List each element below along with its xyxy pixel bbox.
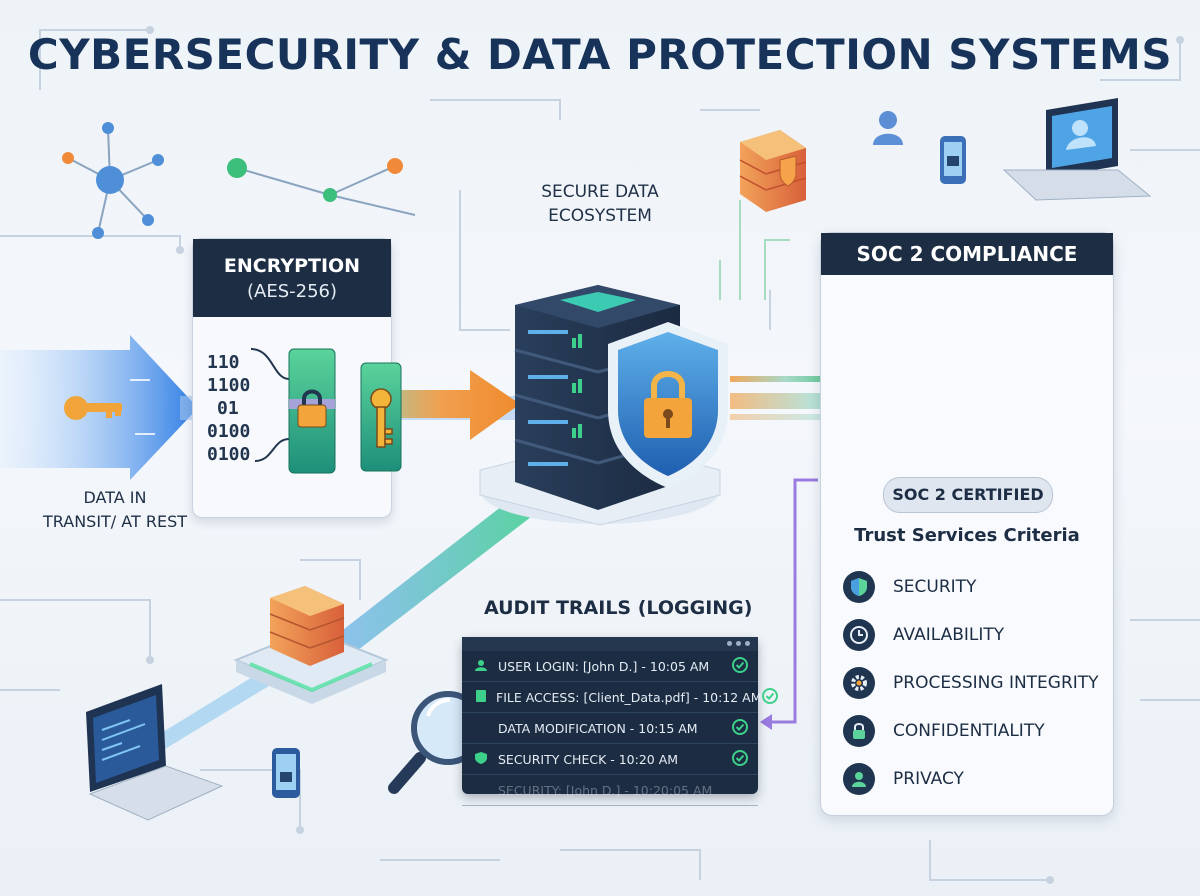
- log-entry: DATA MODIFICATION - 10:15 AM: [462, 713, 758, 744]
- criteria-label: PROCESSING INTEGRITY: [893, 673, 1099, 693]
- criteria-item-confidentiality: CONFIDENTIALITY: [843, 707, 1099, 755]
- encryption-subtitle: (AES-256): [246, 281, 337, 302]
- firewall-platform-icon: [233, 586, 389, 704]
- log-entry-text: SECURITY CHECK - 10:20 AM: [498, 751, 679, 767]
- soc2-compliance-card: SOC 2 COMPLIANCE SOC 2 CERTIFIED Trust S…: [820, 232, 1114, 816]
- criteria-item-availability: AVAILABILITY: [843, 611, 1099, 659]
- padlock-icon: [644, 371, 692, 438]
- laptop-code-icon: [86, 684, 224, 821]
- criteria-label: CONFIDENTIALITY: [893, 721, 1045, 741]
- criteria-label: AVAILABILITY: [893, 625, 1005, 645]
- ecosystem-label-line-1: SECURE DATA: [541, 182, 659, 202]
- log-entry-text: FILE ACCESS: [Client_Data.pdf] - 10:12 A…: [496, 689, 762, 705]
- binary-line: 1100: [207, 375, 251, 396]
- binary-line: 110: [207, 352, 240, 373]
- log-entry: USER LOGIN: [John D.] - 10:05 AM: [462, 651, 758, 682]
- shield-icon: [843, 571, 875, 603]
- user-icon: [843, 763, 875, 795]
- page-title: CYBERSECURITY & DATA PROTECTION SYSTEMS: [27, 30, 1173, 79]
- log-entry: SECURITY CHECK - 10:20 AM: [462, 744, 758, 775]
- green-data-beam: [330, 492, 540, 660]
- laptop-icon: [1002, 98, 1152, 201]
- encryption-header: ENCRYPTION (AES-256): [193, 239, 391, 317]
- binary-line: 01: [217, 398, 239, 419]
- log-entry-text: USER LOGIN: [John D.] - 10:05 AM: [498, 658, 710, 674]
- firewall-icon: [739, 130, 807, 212]
- log-titlebar: [462, 637, 758, 651]
- criteria-list: SECURITY AVAILABILITY PROCESSING INTEGRI…: [843, 563, 1099, 803]
- data-transit-label: DATA IN TRANSIT/ AT REST: [20, 486, 210, 534]
- shield-check-icon: [474, 751, 490, 768]
- arrow-to-server: [360, 370, 520, 440]
- criteria-label: SECURITY: [893, 577, 977, 597]
- circuit-nodes: [146, 26, 1184, 884]
- file-icon: [474, 689, 488, 706]
- binary-line: 0100: [207, 421, 251, 442]
- check-icon: [732, 749, 750, 769]
- criteria-item-processing-integrity: PROCESSING INTEGRITY: [843, 659, 1099, 707]
- soc2-certified-badge: SOC 2 CERTIFIED: [883, 477, 1053, 513]
- clock-icon: [843, 619, 875, 651]
- panel-key-icon: [370, 388, 393, 448]
- criteria-label: PRIVACY: [893, 769, 964, 789]
- encryption-title: ENCRYPTION: [223, 255, 361, 277]
- circuit-lines: [0, 29, 1200, 881]
- check-icon: [732, 718, 750, 738]
- ecosystem-label-line-2: ECOSYSTEM: [548, 206, 652, 226]
- binary-stream: 110 1100 01 0100 0100: [207, 351, 250, 466]
- mobile-lock-icon: [272, 748, 300, 798]
- audit-log-window: USER LOGIN: [John D.] - 10:05 AM FILE AC…: [462, 637, 778, 806]
- encryption-panels: [250, 348, 402, 474]
- data-transit-line-1: DATA IN: [83, 488, 147, 507]
- criteria-item-security: SECURITY: [843, 563, 1099, 611]
- user-icon: [873, 111, 903, 145]
- panel-lock-icon: [297, 389, 327, 428]
- user-icon: [474, 658, 490, 675]
- binary-line: 0100: [207, 444, 251, 465]
- log-entry-text: SECURITY: [John D.] - 10:20:05 AM: [498, 782, 713, 798]
- data-transit-line-2: TRANSIT/ AT REST: [43, 512, 187, 531]
- lock-icon: [843, 715, 875, 747]
- purple-connector: [770, 478, 818, 724]
- soc2-header: SOC 2 COMPLIANCE: [821, 233, 1113, 275]
- gear-icon: [843, 667, 875, 699]
- log-entry: SECURITY: [John D.] - 10:20:05 AM: [462, 775, 758, 806]
- ecosystem-label: SECURE DATA ECOSYSTEM: [500, 180, 700, 228]
- criteria-item-privacy: PRIVACY: [843, 755, 1099, 803]
- trust-criteria-title: Trust Services Criteria: [854, 525, 1080, 546]
- key-icon: [64, 396, 122, 420]
- check-icon: [761, 687, 778, 707]
- server-stack-icon: [479, 285, 728, 526]
- check-icon: [732, 656, 750, 676]
- log-entry-text: DATA MODIFICATION - 10:15 AM: [498, 720, 698, 736]
- mobile-phone-icon: [940, 136, 966, 184]
- log-entry: FILE ACCESS: [Client_Data.pdf] - 10:12 A…: [462, 682, 778, 713]
- audit-trails-title: AUDIT TRAILS (LOGGING): [484, 597, 753, 619]
- encryption-card: ENCRYPTION (AES-256) 110 1100 01 0100 01…: [192, 238, 402, 518]
